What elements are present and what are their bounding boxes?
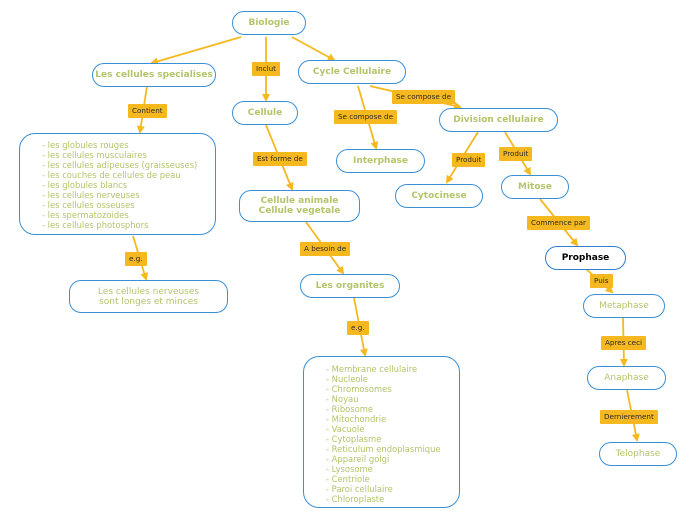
- node-anaphase[interactable]: Anaphase: [587, 366, 666, 390]
- list-item: - Mitochondrie: [326, 414, 387, 424]
- list-item: - les cellules adipeuses (graisseuses): [42, 160, 198, 170]
- node-line: Cellule vegetale: [258, 206, 341, 216]
- label-se-compose-de-2[interactable]: Se compose de: [334, 110, 398, 124]
- list-item: - les cellules osseuses: [42, 200, 135, 210]
- node-telophase[interactable]: Telophase: [599, 442, 677, 466]
- node-cytocinese[interactable]: Cytocinese: [395, 184, 483, 208]
- node-prophase[interactable]: Prophase: [545, 246, 626, 270]
- node-organites[interactable]: Les organites: [300, 274, 400, 298]
- list-item: - Cytoplasme: [326, 434, 382, 444]
- node-organites-list[interactable]: - Membrane cellulaire - Nucleole - Chrom…: [303, 356, 460, 508]
- node-division-cellulaire[interactable]: Division cellulaire: [439, 108, 558, 132]
- node-nerve-example[interactable]: Les cellules nerveuses sont longes et mi…: [69, 280, 228, 313]
- list-item: - Noyau: [326, 394, 359, 404]
- list-item: - les couches de cellules de peau: [42, 170, 181, 180]
- list-item: - Centriole: [326, 474, 370, 484]
- label-dernierement[interactable]: Dernierement: [600, 410, 658, 424]
- node-line: Cellule animale: [260, 196, 339, 206]
- list-item: - Vacuole: [326, 424, 365, 434]
- list-item: - Appareil golgi: [326, 454, 390, 464]
- label-contient[interactable]: Contient: [128, 104, 167, 118]
- node-cellule[interactable]: Cellule: [232, 101, 298, 125]
- node-cellule-types[interactable]: Cellule animale Cellule vegetale: [239, 190, 360, 222]
- list-item: - Chloroplaste: [326, 494, 385, 504]
- label-apres-ceci[interactable]: Apres ceci: [601, 336, 647, 350]
- label-a-besoin-de[interactable]: A besoin de: [300, 242, 351, 256]
- label-produit-2[interactable]: Produit: [499, 147, 533, 161]
- list-item: - Membrane cellulaire: [326, 364, 418, 374]
- node-biologie[interactable]: Biologie: [232, 11, 306, 35]
- node-cellules-specialises[interactable]: Les cellules specialises: [92, 63, 216, 87]
- label-produit-1[interactable]: Produit: [452, 153, 486, 167]
- label-eg-2[interactable]: e.g.: [347, 321, 369, 335]
- label-se-compose-de-1[interactable]: Se compose de: [392, 90, 456, 104]
- list-item: - les spermatozoides: [42, 210, 129, 220]
- label-puis[interactable]: Puis: [590, 274, 613, 288]
- node-specialized-list[interactable]: - les globules rouges - les cellules mus…: [19, 133, 216, 235]
- label-inclut[interactable]: Inclut: [252, 62, 280, 76]
- label-eg-1[interactable]: e.g.: [125, 252, 147, 266]
- link-biologie-specialises: [150, 36, 242, 66]
- list-item: - les cellules nerveuses: [42, 190, 140, 200]
- list-item: - les cellules photosphors: [42, 220, 149, 230]
- list-item: - Nucleole: [326, 374, 368, 384]
- list-item: - les globules rouges: [42, 140, 129, 150]
- list-item: - Lysosome: [326, 464, 373, 474]
- node-mitose[interactable]: Mitose: [501, 175, 569, 199]
- label-est-forme-de[interactable]: Est forme de: [253, 152, 307, 166]
- node-interphase[interactable]: Interphase: [336, 149, 425, 173]
- list-item: - Reticulum endoplasmique: [326, 444, 441, 454]
- list-item: - Paroi cellulaire: [326, 484, 393, 494]
- link-biologie-cycle: [291, 36, 336, 61]
- list-item: - Chromosomes: [326, 384, 392, 394]
- node-metaphase[interactable]: Metaphase: [583, 294, 665, 318]
- label-commence-par[interactable]: Commence par: [527, 216, 590, 230]
- node-cycle-cellulaire[interactable]: Cycle Cellulaire: [298, 60, 406, 84]
- list-item: - les globules blancs: [42, 180, 128, 190]
- list-item: - les cellules musculaires: [42, 150, 147, 160]
- list-item: - Ribosome: [326, 404, 374, 414]
